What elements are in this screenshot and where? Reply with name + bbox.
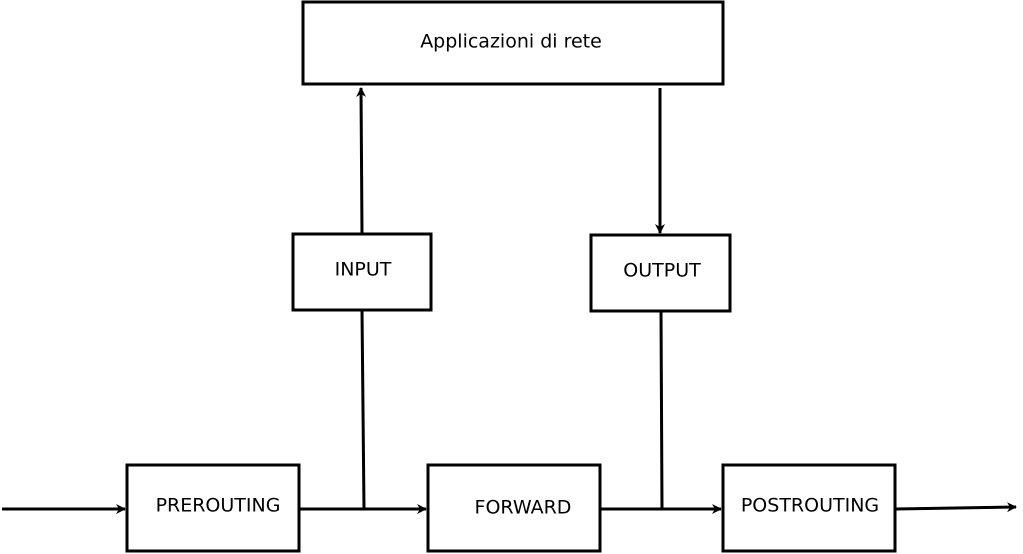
node-apps: Applicazioni di rete [301,0,725,86]
node-forward: FORWARD [426,463,602,553]
node-input: INPUT [291,232,433,312]
node-forward-label: FORWARD [475,497,572,519]
node-output: OUTPUT [589,233,732,313]
node-apps-label: Applicazioni di rete [420,31,602,53]
edge-postrouting-to-out [895,502,1017,513]
edges [2,87,1017,514]
node-prerouting-label: PREROUTING [156,495,281,517]
node-prerouting: PREROUTING [125,463,301,553]
edge-prerouting-to-input [360,309,366,510]
edge-output-to-postrouting [659,310,664,510]
node-postrouting-label: POSTROUTING [741,495,879,517]
node-postrouting: POSTROUTING [721,463,897,553]
node-input-label: INPUT [335,259,392,281]
node-output-label: OUTPUT [623,260,701,282]
edge-input-to-apps [356,87,367,234]
